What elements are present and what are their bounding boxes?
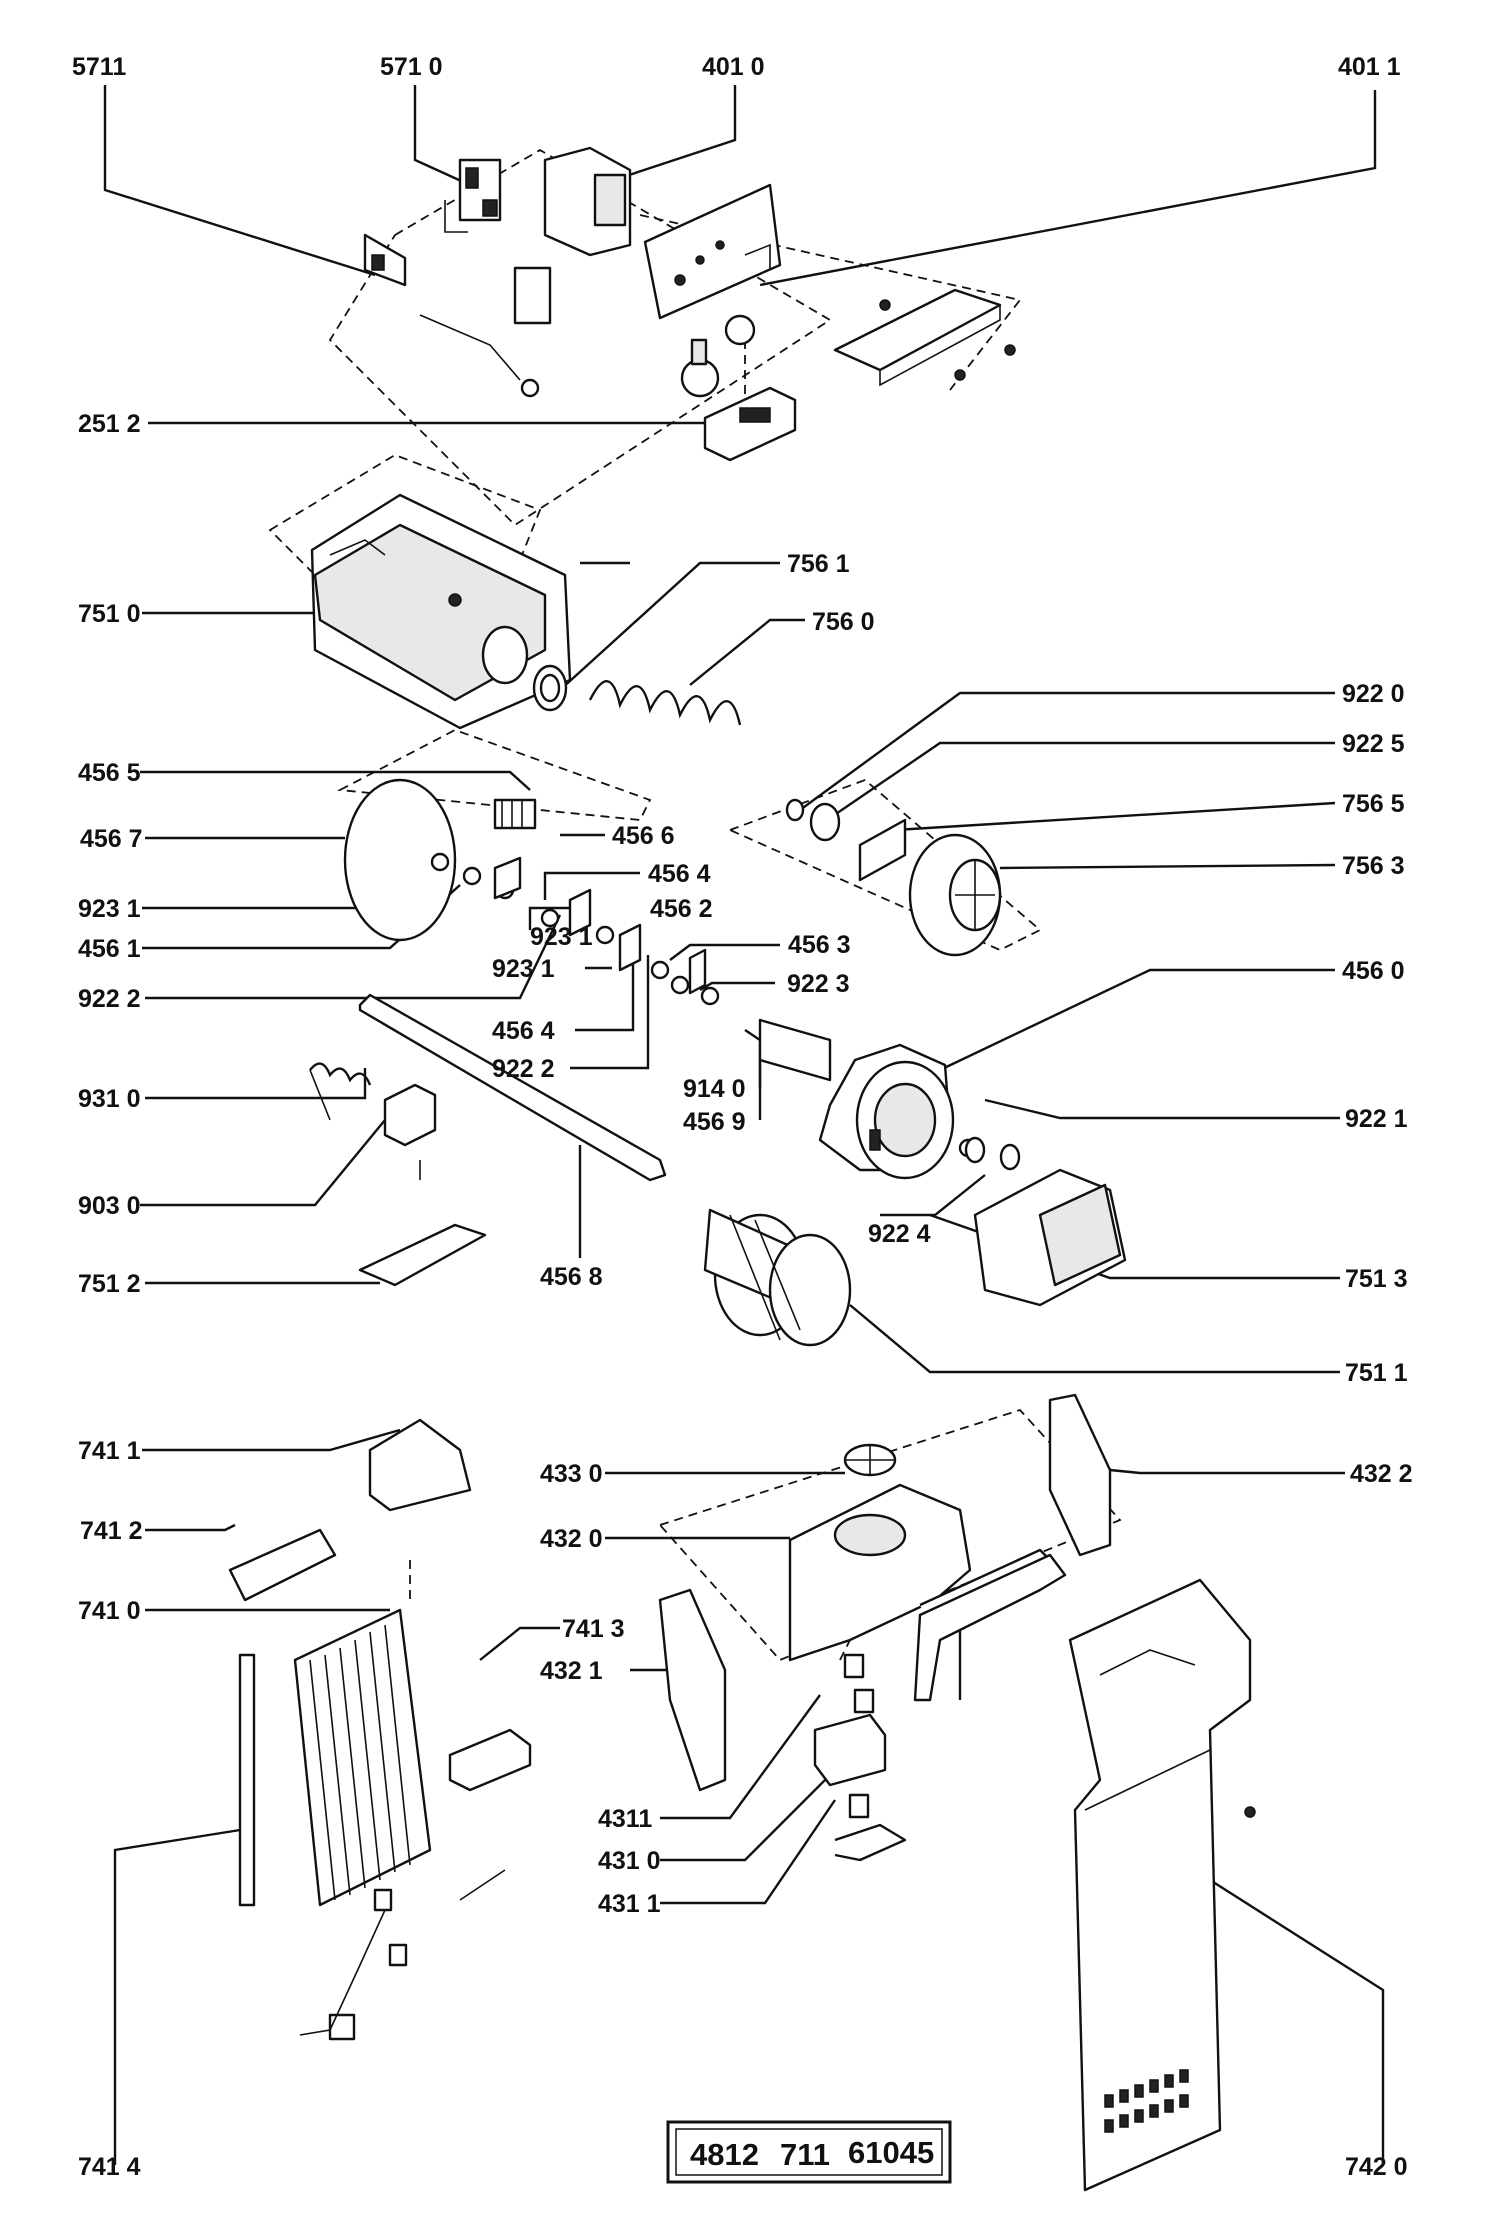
label-7410: 741 0 bbox=[78, 1597, 141, 1625]
label-7420: 742 0 bbox=[1345, 2153, 1408, 2181]
part-code-c: 61045 bbox=[848, 2135, 934, 2170]
label-7412: 741 2 bbox=[80, 1517, 143, 1545]
label-7512: 751 2 bbox=[78, 1270, 141, 1298]
label-9030: 903 0 bbox=[78, 1192, 141, 1220]
label-7414: 741 4 bbox=[78, 2153, 141, 2181]
label-7411: 741 1 bbox=[78, 1437, 141, 1465]
disk-4567 bbox=[343, 778, 457, 942]
label-4566: 456 6 bbox=[612, 822, 675, 850]
label-4311a: 4311 bbox=[598, 1805, 652, 1833]
label-5711: 5711 bbox=[72, 53, 126, 81]
label-7563: 756 3 bbox=[1342, 852, 1405, 880]
rail-7414 bbox=[238, 1653, 256, 1907]
washers-9221-9224 bbox=[964, 1136, 1021, 1171]
label-4563: 456 3 bbox=[788, 931, 851, 959]
bearing-7561 bbox=[532, 664, 568, 712]
label-4562: 456 2 bbox=[650, 895, 713, 923]
panel-4321 bbox=[658, 1588, 727, 1792]
label-4568: 456 8 bbox=[540, 1263, 603, 1291]
spring-7560 bbox=[588, 680, 742, 726]
coil-4565 bbox=[493, 798, 537, 830]
label-4560: 456 0 bbox=[1342, 957, 1405, 985]
label-4311b: 431 1 bbox=[598, 1890, 661, 1918]
washer-9220 bbox=[785, 798, 805, 822]
label-7565: 756 5 bbox=[1342, 790, 1405, 818]
label-4561: 456 1 bbox=[78, 935, 141, 963]
sensor-7413 bbox=[448, 1728, 532, 1901]
part-labels: 5711 571 0 401 0 401 1 251 2 751 0 756 1… bbox=[72, 53, 1413, 2181]
part-code-box: 4812 711 61045 bbox=[666, 2120, 952, 2184]
label-4011: 401 1 bbox=[1338, 53, 1401, 81]
impeller-7563 bbox=[908, 833, 1002, 957]
label-4320: 432 0 bbox=[540, 1525, 603, 1553]
gear-chain bbox=[430, 852, 720, 1006]
fan-4330 bbox=[843, 1443, 897, 1477]
motor-4310 bbox=[813, 1653, 907, 1862]
harness bbox=[299, 1888, 408, 2041]
housing-7510 bbox=[310, 493, 572, 730]
bracket-7565 bbox=[858, 818, 907, 882]
switch-5710 bbox=[444, 158, 502, 233]
label-7511: 751 1 bbox=[1345, 1359, 1408, 1387]
cylinder-7511 bbox=[703, 1208, 852, 1347]
label-7413: 741 3 bbox=[562, 1615, 625, 1643]
bracket-5711 bbox=[363, 233, 552, 398]
label-7510: 751 0 bbox=[78, 600, 141, 628]
cover-7411 bbox=[368, 1418, 472, 1512]
part-code-b: 711 bbox=[780, 2137, 830, 2172]
label-4569: 456 9 bbox=[683, 1108, 746, 1136]
label-4564b: 456 4 bbox=[492, 1017, 555, 1045]
label-5710: 571 0 bbox=[380, 53, 443, 81]
label-7513: 751 3 bbox=[1345, 1265, 1408, 1293]
label-4330: 433 0 bbox=[540, 1460, 603, 1488]
label-4010: 401 0 bbox=[702, 53, 765, 81]
label-9222a: 922 2 bbox=[78, 985, 141, 1013]
label-9225: 922 5 bbox=[1342, 730, 1405, 758]
label-9140: 914 0 bbox=[683, 1075, 746, 1103]
motor-4560 bbox=[758, 1018, 978, 1180]
label-9224: 922 4 bbox=[868, 1220, 931, 1248]
label-4567: 456 7 bbox=[80, 825, 143, 853]
part-code-a: 4812 bbox=[690, 2137, 759, 2172]
strip-4568 bbox=[358, 993, 667, 1182]
label-7561: 756 1 bbox=[787, 550, 850, 578]
cover-4011 bbox=[833, 288, 1016, 387]
label-9220: 922 0 bbox=[1342, 680, 1405, 708]
label-4322: 432 2 bbox=[1350, 1460, 1413, 1488]
lamp-holder-2512 bbox=[703, 386, 797, 462]
label-9231a: 923 1 bbox=[78, 895, 141, 923]
label-9310: 931 0 bbox=[78, 1085, 141, 1113]
washer-9225 bbox=[809, 802, 841, 842]
label-9223: 922 3 bbox=[787, 970, 850, 998]
duct-7420 bbox=[1068, 1578, 1256, 2192]
plate-7512 bbox=[358, 1223, 487, 1287]
label-9231c: 923 1 bbox=[492, 955, 555, 983]
cover-7513 bbox=[973, 1168, 1127, 1307]
evaporator-7410 bbox=[293, 1608, 432, 1907]
label-7560: 756 0 bbox=[812, 608, 875, 636]
panel-4322 bbox=[1048, 1393, 1112, 1557]
label-2512: 251 2 bbox=[78, 410, 141, 438]
leader-lines bbox=[103, 85, 1385, 2165]
label-4321: 432 1 bbox=[540, 1657, 603, 1685]
label-4564a: 456 4 bbox=[648, 860, 711, 888]
label-9231b: 923 1 bbox=[530, 923, 593, 951]
clip-9030 bbox=[383, 1083, 437, 1180]
thermostat-4010 bbox=[543, 146, 782, 398]
profile-7412 bbox=[228, 1528, 337, 1602]
label-4310: 431 0 bbox=[598, 1847, 661, 1875]
label-9221: 922 1 bbox=[1345, 1105, 1408, 1133]
spring-9310 bbox=[309, 1062, 372, 1121]
channel-4320b bbox=[913, 1553, 1067, 1702]
label-4565: 456 5 bbox=[78, 759, 141, 787]
label-9222b: 922 2 bbox=[492, 1055, 555, 1083]
